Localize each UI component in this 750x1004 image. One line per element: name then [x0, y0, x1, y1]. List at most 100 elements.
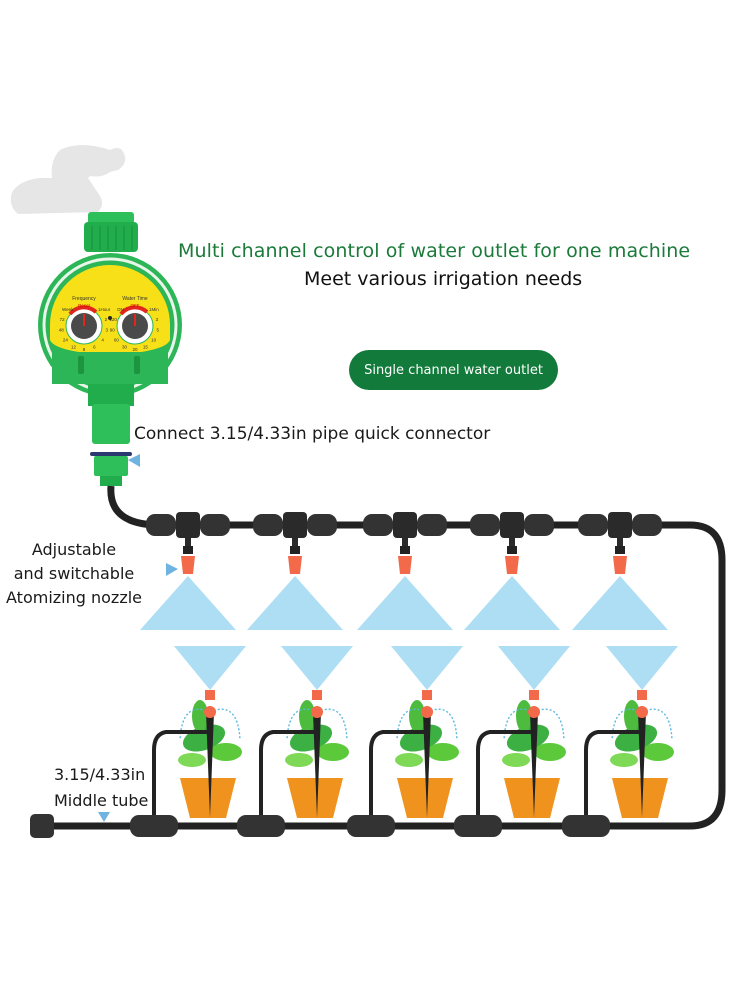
spray-cone-icon: [281, 646, 353, 690]
leaf-icon: [516, 700, 532, 732]
leaf-icon: [502, 753, 530, 767]
leaf-icon: [395, 753, 423, 767]
feed-tube: [152, 730, 210, 826]
nozzle-base: [615, 546, 625, 554]
spray-nozzle-unit: [140, 512, 236, 630]
dial-tick-label: 6: [93, 344, 96, 349]
dial-tick-label: 60: [114, 338, 120, 343]
tee-connector: [393, 512, 417, 538]
leaf-icon: [299, 700, 315, 732]
leaf-icon: [427, 743, 459, 761]
dial-tick-label: 3: [156, 317, 159, 322]
dial-tick-label: 12: [71, 344, 77, 349]
tube-callout-line: Middle tube: [54, 791, 149, 810]
stake-nozzle-icon: [422, 690, 432, 700]
ground-stake-unit: [130, 646, 246, 837]
flower-pot-icon: [180, 778, 236, 818]
stake-nozzle-icon: [637, 690, 647, 700]
dial-tick-label: 2: [105, 317, 108, 322]
pipe-coupler: [454, 815, 502, 837]
nozzle-icon: [613, 556, 627, 574]
spray-cone-icon: [606, 646, 678, 690]
spray-cone-icon: [174, 646, 246, 690]
nozzle-stem: [402, 536, 408, 550]
pipe-coupler: [237, 815, 285, 837]
flower-pot-icon: [397, 778, 453, 818]
main-pipe: [40, 485, 726, 830]
subheadline: Meet various irrigation needs: [304, 268, 583, 290]
dial-watertime-off: OFF: [131, 303, 140, 308]
dial-frequency-hour: 1Hour: [98, 307, 111, 312]
connector-callout: Connect 3.15/4.33in pipe quick connector: [134, 424, 491, 444]
stake-nozzle-icon: [529, 690, 539, 700]
leaf-icon: [317, 743, 349, 761]
leaf-icon: [210, 743, 242, 761]
spray-cone-icon: [498, 646, 570, 690]
nozzle-icon: [181, 556, 195, 574]
headline: Multi channel control of water outlet fo…: [178, 240, 691, 262]
nozzle-stem: [509, 536, 515, 550]
leaf-icon: [192, 700, 208, 732]
leaf-icon: [642, 743, 674, 761]
nozzle-base: [507, 546, 517, 554]
nozzle-base: [400, 546, 410, 554]
dial-frequency-reset: Reset: [78, 303, 91, 308]
nozzle-icon: [288, 556, 302, 574]
dial-tick-label: 48: [59, 328, 65, 333]
tee-connector: [608, 512, 632, 538]
leaf-icon: [285, 753, 313, 767]
spray-cone-icon: [572, 576, 668, 630]
water-timer: [38, 212, 182, 486]
spray-nozzle-unit: [464, 512, 560, 630]
tee-connector: [500, 512, 524, 538]
stake-valve-icon: [311, 706, 323, 718]
flower-pot-icon: [612, 778, 668, 818]
feed-tube: [476, 730, 534, 826]
spray-nozzle-unit: [357, 512, 453, 630]
pipe-coupler: [632, 514, 662, 536]
stake-nozzle-icon: [312, 690, 322, 700]
feed-tube: [369, 730, 427, 826]
nozzle-callout-line: and switchable: [13, 564, 135, 583]
stake-icon: [206, 712, 214, 818]
flower-pot-icon: [287, 778, 343, 818]
stake-nozzle-icon: [205, 690, 215, 700]
nozzle-base: [183, 546, 193, 554]
leaf-icon: [610, 753, 638, 767]
stake-valve-icon: [636, 706, 648, 718]
tee-connector: [283, 512, 307, 538]
dial-watertime-on: ON: [117, 307, 124, 312]
tube-callout: 3.15/4.33in Middle tube: [54, 762, 148, 814]
pipe-coupler: [146, 514, 176, 536]
leaf-icon: [409, 700, 425, 732]
dial-frequency-week: Week: [62, 307, 74, 312]
flower-pot-icon: [504, 778, 560, 818]
nozzle-stem: [185, 536, 191, 550]
pointer-connector-icon: [128, 454, 140, 467]
pointer-nozzle-icon: [166, 563, 178, 576]
spray-cone-icon: [391, 646, 463, 690]
nozzle-stem: [617, 536, 623, 550]
pointer-tube-icon: [98, 812, 110, 822]
nozzle-base: [290, 546, 300, 554]
stake-icon: [423, 712, 431, 818]
end-cap: [30, 814, 54, 838]
tee-connector: [176, 512, 200, 538]
stake-icon: [530, 712, 538, 818]
stake-valve-icon: [421, 706, 433, 718]
nozzle-stem: [292, 536, 298, 550]
pipe-coupler: [200, 514, 230, 536]
nozzle-callout: Adjustable and switchable Atomizing nozz…: [6, 538, 142, 610]
pipe-coupler: [253, 514, 283, 536]
stake-valve-icon: [204, 706, 216, 718]
pipe-coupler: [363, 514, 393, 536]
stake-valve-icon: [528, 706, 540, 718]
dial-tick-label: 30: [122, 344, 128, 349]
dial-tick-label: 120: [109, 317, 117, 322]
pipe-coupler: [307, 514, 337, 536]
pipe-coupler: [417, 514, 447, 536]
